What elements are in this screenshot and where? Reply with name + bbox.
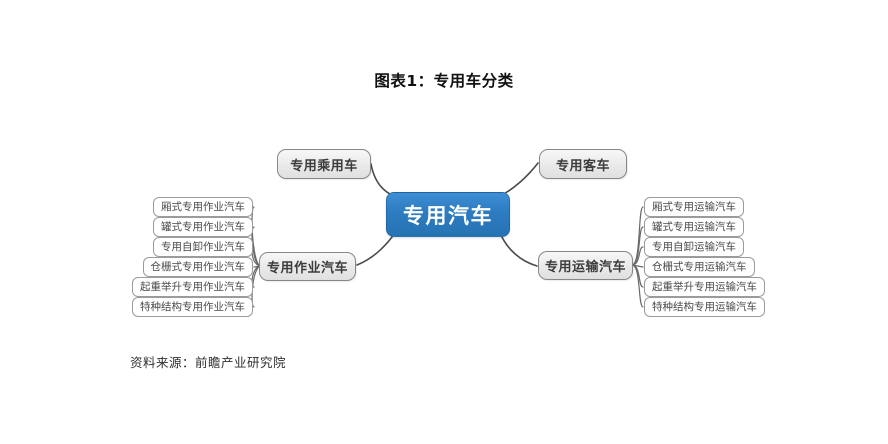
leaf-node: 仓栅式专用作业汽车 bbox=[142, 257, 253, 277]
branch-node-special-transport-vehicle: 专用运输汽车 bbox=[538, 251, 633, 280]
leaf-node: 专用自卸作业汽车 bbox=[153, 237, 253, 257]
leaf-node: 特种结构专用作业汽车 bbox=[132, 297, 253, 317]
operation-vehicle-leaf-list: 厢式专用作业汽车 罐式专用作业汽车 专用自卸作业汽车 仓栅式专用作业汽车 起重举… bbox=[132, 197, 253, 317]
leaf-node: 厢式专用运输汽车 bbox=[644, 197, 744, 217]
leaf-node: 起重举升专用作业汽车 bbox=[132, 277, 253, 297]
branch-node-special-operation-vehicle: 专用作业汽车 bbox=[259, 252, 356, 281]
leaf-node: 罐式专用作业汽车 bbox=[153, 217, 253, 237]
leaf-node: 厢式专用作业汽车 bbox=[153, 197, 253, 217]
leaf-node: 专用自卸运输汽车 bbox=[644, 237, 744, 257]
leaf-node: 特种结构专用运输汽车 bbox=[644, 297, 765, 317]
page-title: 图表1：专用车分类 bbox=[374, 72, 514, 90]
leaf-node: 起重举升专用运输汽车 bbox=[644, 277, 765, 297]
leaf-node: 罐式专用运输汽车 bbox=[644, 217, 744, 237]
transport-vehicle-leaf-list: 厢式专用运输汽车 罐式专用运输汽车 专用自卸运输汽车 仓栅式专用运输汽车 起重举… bbox=[644, 197, 765, 317]
branch-node-special-passenger-car: 专用乘用车 bbox=[277, 149, 371, 179]
branch-node-special-bus: 专用客车 bbox=[539, 149, 627, 179]
root-node-special-vehicle: 专用汽车 bbox=[386, 192, 510, 237]
source-note: 资料来源：前瞻产业研究院 bbox=[130, 355, 287, 370]
leaf-node: 仓栅式专用运输汽车 bbox=[644, 257, 755, 277]
